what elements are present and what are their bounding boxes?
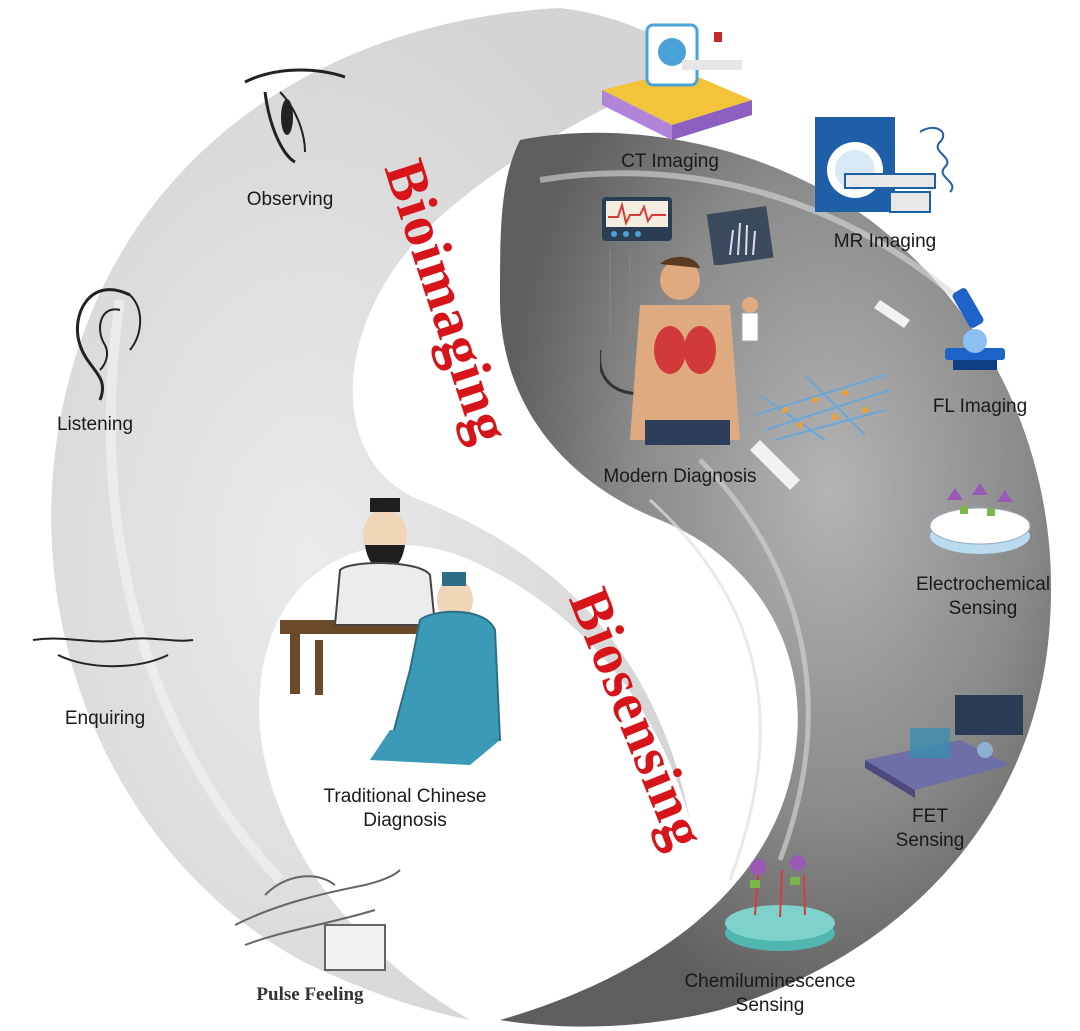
fet-line1: FET	[912, 806, 948, 827]
tcm-center-label: Traditional Chinese Diagnosis	[290, 785, 520, 833]
mr-scanner-icon	[815, 117, 954, 213]
electrochemical-line1: Electrochemical	[915, 574, 1051, 595]
molecular-lattice-icon	[754, 374, 891, 441]
fet-sensor-icon	[865, 695, 1023, 798]
chemi-line2: Sensing	[735, 995, 805, 1016]
chemiluminescence-sensing-label: Chemiluminescence Sensing	[660, 970, 880, 1018]
ecg-monitor-icon	[602, 197, 672, 241]
enquiring-label: Enquiring	[64, 708, 146, 729]
ear-icon	[75, 288, 142, 401]
pulse-feeling-label: Pulse Feeling	[256, 984, 364, 1005]
electrochemical-sensing-label: Electrochemical Sensing	[888, 573, 1078, 621]
xray-hand-icon	[706, 206, 774, 265]
ct-scanner-icon	[602, 23, 752, 140]
electrochemical-sensor-icon	[929, 483, 1031, 554]
tcm-center-line1: Traditional Chinese	[323, 786, 487, 807]
fet-line2: Sensing	[895, 830, 965, 851]
microscope-icon	[945, 288, 1005, 370]
fet-sensing-label: FET Sensing	[880, 805, 980, 853]
mr-imaging-label: MR Imaging	[833, 231, 937, 252]
mouth-icon	[32, 637, 194, 668]
chemi-line1: Chemiluminescence	[684, 971, 856, 992]
eye-icon	[244, 68, 346, 164]
pulse-hand-icon	[234, 869, 401, 971]
modern-diagnosis-label: Modern Diagnosis	[603, 466, 757, 487]
ct-imaging-label: CT Imaging	[621, 151, 719, 172]
chemiluminescence-sensor-icon	[725, 855, 835, 951]
listening-label: Listening	[56, 414, 134, 435]
tcm-doctor-patient-illustration	[280, 498, 502, 765]
tcm-center-line2: Diagnosis	[363, 810, 447, 831]
patient-lungs-illustration	[600, 250, 759, 445]
observing-label: Observing	[246, 189, 334, 210]
fl-imaging-label: FL Imaging	[932, 396, 1028, 417]
electrochemical-line2: Sensing	[948, 598, 1018, 619]
